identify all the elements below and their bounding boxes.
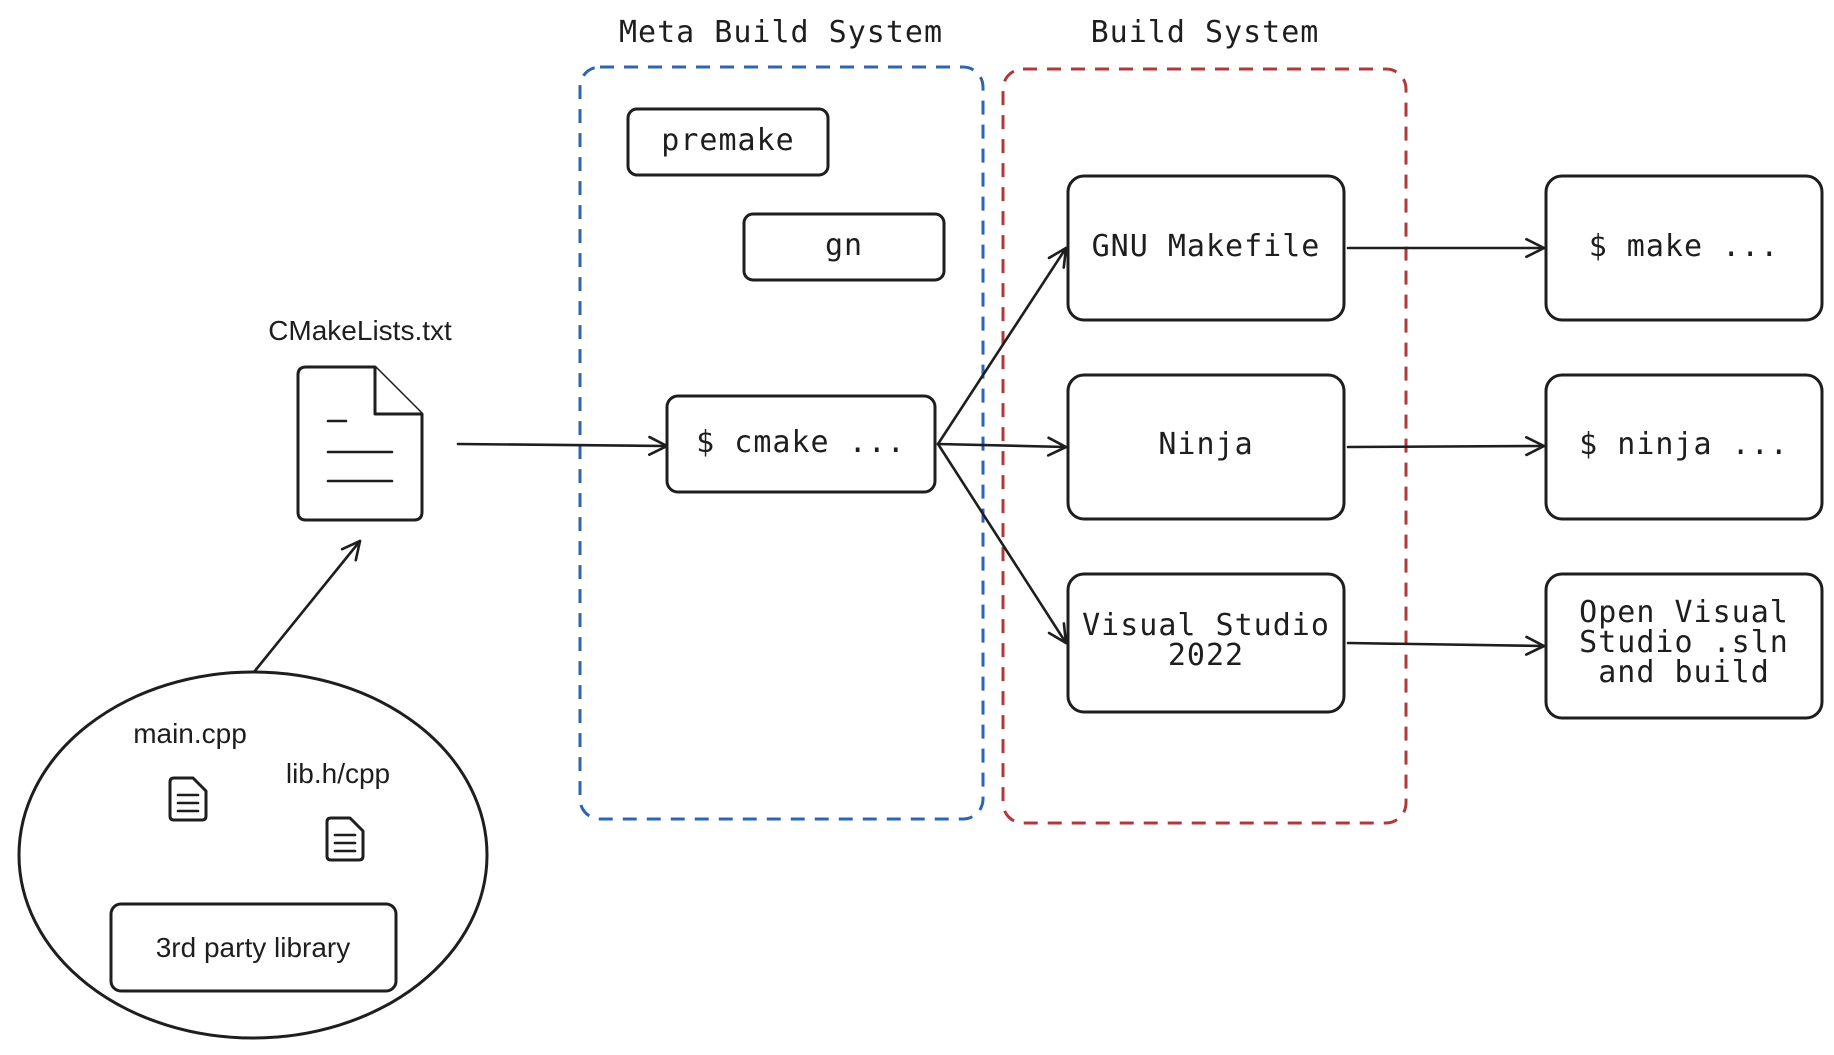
open-vs-label-line3: and build: [1598, 655, 1770, 690]
meta-build-system-group: [578, 65, 985, 821]
edge-visual-studio-to-open-vs: [1346, 635, 1546, 656]
edge-cmake-to-ninja: [936, 436, 1068, 457]
cmake-label: $ cmake ...: [696, 425, 906, 460]
gn-label: gn: [825, 228, 863, 263]
cmakelists-label: CMakeLists.txt: [268, 315, 452, 346]
ninja-generator-label: Ninja: [1158, 427, 1253, 462]
third-party-library-label: 3rd party library: [156, 932, 351, 963]
edge-ninja-to-ninja-command: [1346, 435, 1546, 457]
gnu-makefile-label: GNU Makefile: [1092, 229, 1321, 264]
meta-build-system-title: Meta Build System: [619, 15, 943, 50]
open-vs-label-line1: Open Visual: [1579, 595, 1789, 630]
visual-studio-box: [1066, 572, 1346, 714]
visual-studio-label-line1: Visual Studio: [1082, 608, 1330, 643]
premake-box: [626, 107, 830, 177]
edge-cmake-to-visual-studio: [936, 442, 1068, 645]
open-vs-box: [1544, 572, 1824, 720]
lib-h-cpp-label: lib.h/cpp: [286, 758, 390, 789]
ninja-generator-box: [1066, 373, 1346, 521]
premake-label: premake: [661, 123, 794, 158]
edge-cmakelists-to-cmake: [456, 435, 669, 456]
edge-cmake-to-gnu-makefile: [936, 246, 1068, 446]
gnu-makefile-box: [1066, 174, 1346, 322]
ninja-command-label: $ ninja ...: [1579, 427, 1789, 462]
gn-box: [742, 212, 946, 282]
make-command-label: $ make ...: [1589, 229, 1780, 264]
open-vs-label-line2: Studio .sln: [1579, 625, 1789, 660]
visual-studio-label-line2: 2022: [1168, 638, 1244, 673]
make-command-box: [1544, 174, 1824, 322]
third-party-library-box: [109, 902, 398, 993]
edge-sources-to-cmakelists: [252, 539, 362, 674]
main-cpp-label: main.cpp: [133, 718, 247, 749]
main-cpp-file-icon: [168, 776, 208, 822]
document-icon: [296, 365, 424, 522]
build-system-title: Build System: [1091, 15, 1320, 50]
lib-h-cpp-file-icon: [325, 816, 365, 862]
ninja-command-box: [1544, 373, 1824, 521]
